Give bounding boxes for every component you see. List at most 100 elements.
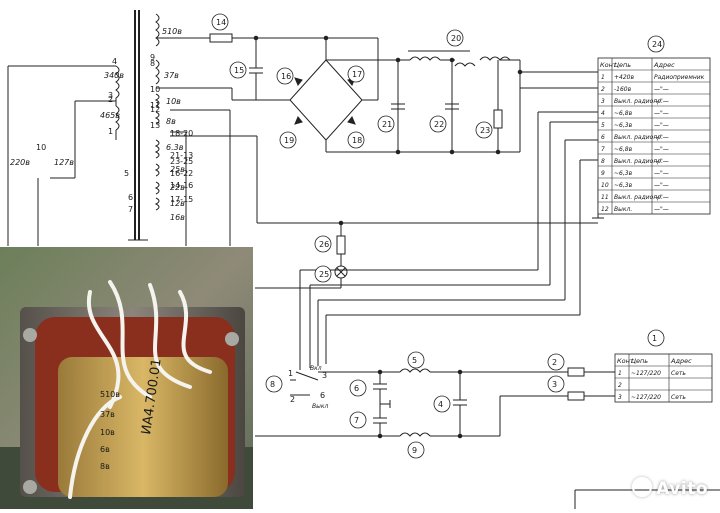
ref-number: 10 — [36, 143, 46, 152]
ref-number: 20 — [451, 34, 461, 43]
photo-tap-label: 510в — [100, 390, 120, 399]
table-cell-contact: 7 — [601, 146, 605, 153]
primary-switch-label: 220в — [10, 158, 30, 167]
transformer-photo-drawing: ИА4.700.01 510в 37в 10в 6в 8в — [0, 247, 253, 509]
ref-circle — [647, 35, 665, 53]
switch-pin: 6 — [320, 391, 325, 400]
ref-circle — [429, 115, 447, 133]
table-cell-address: —"— — [654, 122, 669, 129]
table-cell-address: —"— — [654, 134, 669, 141]
ref-number: 21 — [382, 120, 392, 129]
transformer-pin-numbers: 4321981011121318-2021-1323-2516-2214-161… — [108, 53, 193, 214]
winding-label: 25в — [170, 165, 185, 174]
table-header: Конт. — [617, 357, 636, 365]
table-cell-contact: 2 — [618, 382, 622, 389]
table-cell-circuit: ~127/220 — [631, 394, 661, 401]
transformer-pin: 13 — [150, 121, 160, 130]
table-cell-address: —"— — [654, 182, 669, 189]
ref-number: 7 — [354, 416, 359, 425]
table-cell-address: Сеть — [671, 370, 686, 377]
ref-bubble: 15 — [229, 61, 247, 79]
table-cell-circuit: ~6,3в — [614, 170, 633, 177]
ref-bubble: 24 — [647, 35, 665, 53]
ref-bubble: 22 — [429, 115, 447, 133]
winding-label: 6.3в — [166, 143, 184, 152]
winding-label: 465в — [100, 111, 120, 120]
switch-pin: 2 — [290, 395, 295, 404]
table-cell-address: —"— — [654, 206, 669, 213]
ref-circle — [279, 131, 297, 149]
winding-label: 340в — [104, 71, 124, 80]
switch-off-label: Выкл — [312, 403, 328, 410]
table-cell-circuit: Выкл. радиопр. — [614, 158, 663, 165]
table-cell-circuit: ~6,3в — [614, 182, 633, 189]
winding-label: 16в — [170, 213, 185, 222]
ref-circle — [276, 67, 294, 85]
table-cell-circuit: Выкл. — [614, 206, 632, 213]
ref-number: 18 — [352, 136, 362, 145]
table-cell-contact: 1 — [601, 74, 605, 81]
ref-circle — [349, 411, 367, 429]
ref-bubble: 19 — [279, 131, 297, 149]
ref-circle — [347, 131, 365, 149]
table-cell-contact: 6 — [601, 134, 605, 141]
transformer-pin: 5 — [124, 169, 129, 178]
switch-on-label: Вкл — [310, 365, 322, 372]
primary-switch-label: 127в — [54, 158, 74, 167]
winding-label: 10в — [166, 97, 181, 106]
ref-number: 23 — [480, 126, 490, 135]
table-cell-contact: 4 — [601, 110, 605, 117]
table-cell-circuit: Выкл. радиопр. — [614, 98, 663, 105]
ref-number: 9 — [412, 446, 417, 455]
table-cell-contact: 12 — [601, 206, 609, 213]
table-cell-contact: 3 — [618, 394, 622, 401]
ref-bubble: 5 — [407, 351, 425, 369]
table-header: Цепь — [631, 357, 648, 365]
ref-bubble: 21 — [377, 115, 395, 133]
ref-number: 19 — [284, 136, 294, 145]
table-cell-address: —"— — [654, 146, 669, 153]
ref-bubble: 1 — [647, 329, 665, 347]
winding-label: 37в — [164, 71, 179, 80]
table-cell-address: Сеть — [671, 394, 686, 401]
ref-number: 3 — [552, 380, 557, 389]
ref-bubble: 8 — [265, 375, 283, 393]
transformer-photo: ИА4.700.01 510в 37в 10в 6в 8в — [0, 247, 253, 509]
table-cell-circuit: ~6,8в — [614, 146, 633, 153]
transformer-pin: 7 — [128, 205, 133, 214]
transformer-pin: 4 — [112, 57, 117, 66]
ref-circle — [347, 65, 365, 83]
table-cell-circuit: ~127/220 — [631, 370, 661, 377]
transformer-pin: 10 — [150, 85, 160, 94]
transformer-pin: 9 — [150, 53, 155, 62]
ref-number: 8 — [270, 380, 275, 389]
table-cell-contact: 5 — [601, 122, 605, 129]
ref-bubble: 2 — [547, 353, 565, 371]
ref-circle — [446, 29, 464, 47]
table-cell-contact: 1 — [618, 370, 622, 377]
ref-circle — [349, 379, 367, 397]
table-header: Цепь — [614, 61, 631, 69]
table-cell-contact: 11 — [601, 194, 609, 201]
ref-circle — [265, 375, 283, 393]
ref-number: 2 — [552, 358, 557, 367]
ref-bubble: 23 — [475, 121, 493, 139]
table-cell-address: —"— — [654, 158, 669, 165]
ref-circle — [407, 351, 425, 369]
winding-label: 12в — [170, 199, 185, 208]
winding-label: 510в — [162, 27, 182, 36]
ref-bubble: 17 — [347, 65, 365, 83]
ref-number: 17 — [352, 70, 362, 79]
transformer-pin: 2 — [108, 95, 113, 104]
transformer-pin: 11 — [150, 101, 160, 110]
table-cell-circuit: Выкл. радиопр. — [614, 134, 663, 141]
table-cell-circuit: -160в — [614, 86, 632, 93]
ref-circle — [314, 265, 332, 283]
transformer-pin: 23-25 — [170, 157, 193, 166]
ref-circle — [377, 115, 395, 133]
ref-circle — [647, 329, 665, 347]
